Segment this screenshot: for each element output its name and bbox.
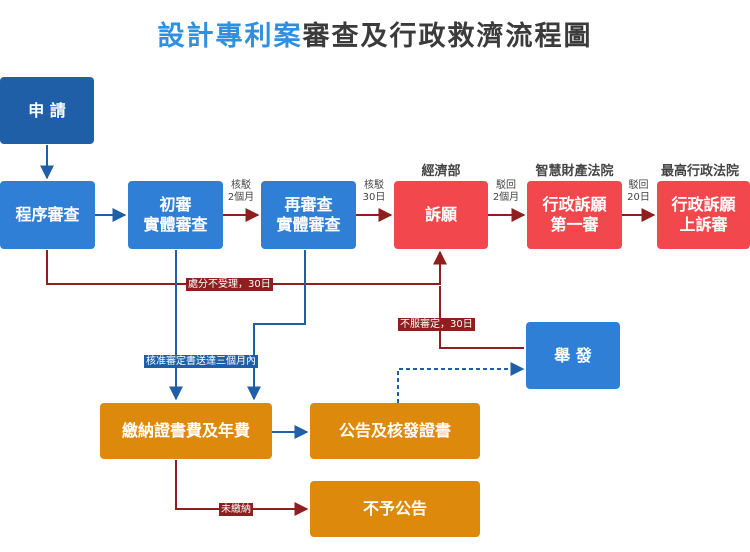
header-ip-court: 智慧財產法院 <box>535 164 614 179</box>
apply-box: 申 請 <box>0 77 94 144</box>
formality-review-box: 程序審查 <box>0 181 95 249</box>
appeal-box: 訴願 <box>394 181 488 249</box>
initial-review-box: 初審實體審查 <box>128 181 223 249</box>
header-moea: 經濟部 <box>421 164 461 179</box>
title-highlight: 設計專利案 <box>157 21 303 52</box>
reexam-box: 再審查實體審查 <box>261 181 356 249</box>
tag-disagree: 不服審定，30日 <box>398 318 475 331</box>
pay-fees-box: 繳納證書費及年費 <box>100 403 272 459</box>
arrow-reexam-to-pay <box>247 250 306 401</box>
no-publish-box: 不予公告 <box>310 481 480 537</box>
arrow-report-to-appeal <box>439 286 524 349</box>
tag-approve: 核准審定書送達三個月內 <box>144 355 258 368</box>
arrow-pay-to-nopublish <box>175 460 309 516</box>
ip-court-box: 行政訴願第一審 <box>527 181 622 249</box>
header-supreme: 最高行政法院 <box>660 164 739 179</box>
publish-box: 公告及核發證書 <box>310 403 480 459</box>
report-box: 舉 發 <box>526 322 620 389</box>
diagram-title: 設計專利案審查及行政救濟流程圖 <box>0 14 750 53</box>
supreme-court-box: 行政訴願上訴審 <box>657 181 750 249</box>
arrow-publish-to-report <box>397 362 525 403</box>
title-rest: 審查及行政救濟流程圖 <box>302 21 593 52</box>
tag-dismiss: 處分不受理，30日 <box>186 278 273 291</box>
tag-unpaid: 未繳納 <box>219 503 253 516</box>
